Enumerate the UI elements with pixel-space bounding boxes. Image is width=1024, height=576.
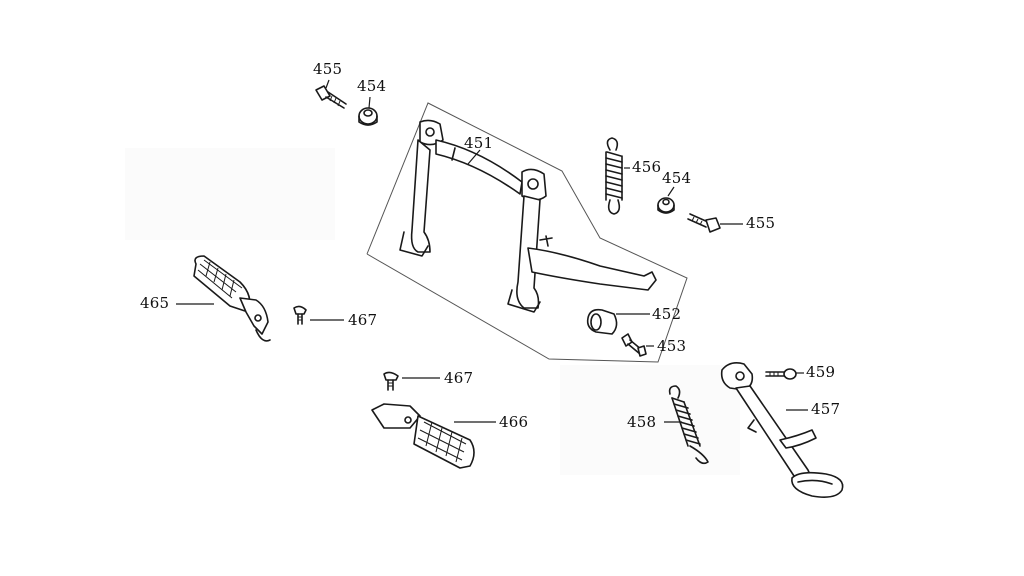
side-stand-457 — [720, 362, 844, 498]
spring-456 — [605, 137, 623, 215]
callout-465: 465 — [140, 294, 170, 312]
main-stand-451 — [399, 119, 657, 313]
callout-458: 458 — [627, 413, 657, 431]
callout-467-lower: 467 — [444, 369, 474, 387]
pin-459 — [765, 368, 797, 380]
stand-group-outline — [366, 102, 688, 363]
scan-smudge — [560, 365, 740, 475]
spring-458 — [668, 385, 709, 465]
callout-455-right: 455 — [746, 214, 776, 232]
callout-454-top: 454 — [357, 77, 387, 95]
footrest-466 — [371, 403, 475, 469]
callout-454-right: 454 — [662, 169, 692, 187]
callout-467-upper: 467 — [348, 311, 378, 329]
screw-467-lower — [383, 371, 399, 391]
callout-459: 459 — [806, 363, 836, 381]
footrest-465 — [193, 255, 271, 342]
leader-454-right — [667, 186, 675, 197]
callout-457: 457 — [811, 400, 841, 418]
callout-452: 452 — [652, 305, 682, 323]
callout-456: 456 — [632, 158, 662, 176]
callout-466: 466 — [499, 413, 529, 431]
bolt-455-top — [315, 85, 347, 109]
leader-451 — [467, 149, 481, 165]
nut-454-right — [657, 197, 675, 214]
nut-454-top — [358, 107, 378, 126]
callout-453: 453 — [657, 337, 687, 355]
scan-smudge — [125, 148, 335, 240]
bolt-455-right — [687, 213, 721, 233]
leader-454-top — [368, 96, 371, 109]
screw-467-upper — [293, 305, 307, 325]
bolt-453 — [621, 333, 647, 357]
callout-451: 451 — [464, 134, 494, 152]
callout-455-top: 455 — [313, 60, 343, 78]
bushing-452 — [586, 308, 618, 335]
leader-455-top — [325, 79, 330, 89]
